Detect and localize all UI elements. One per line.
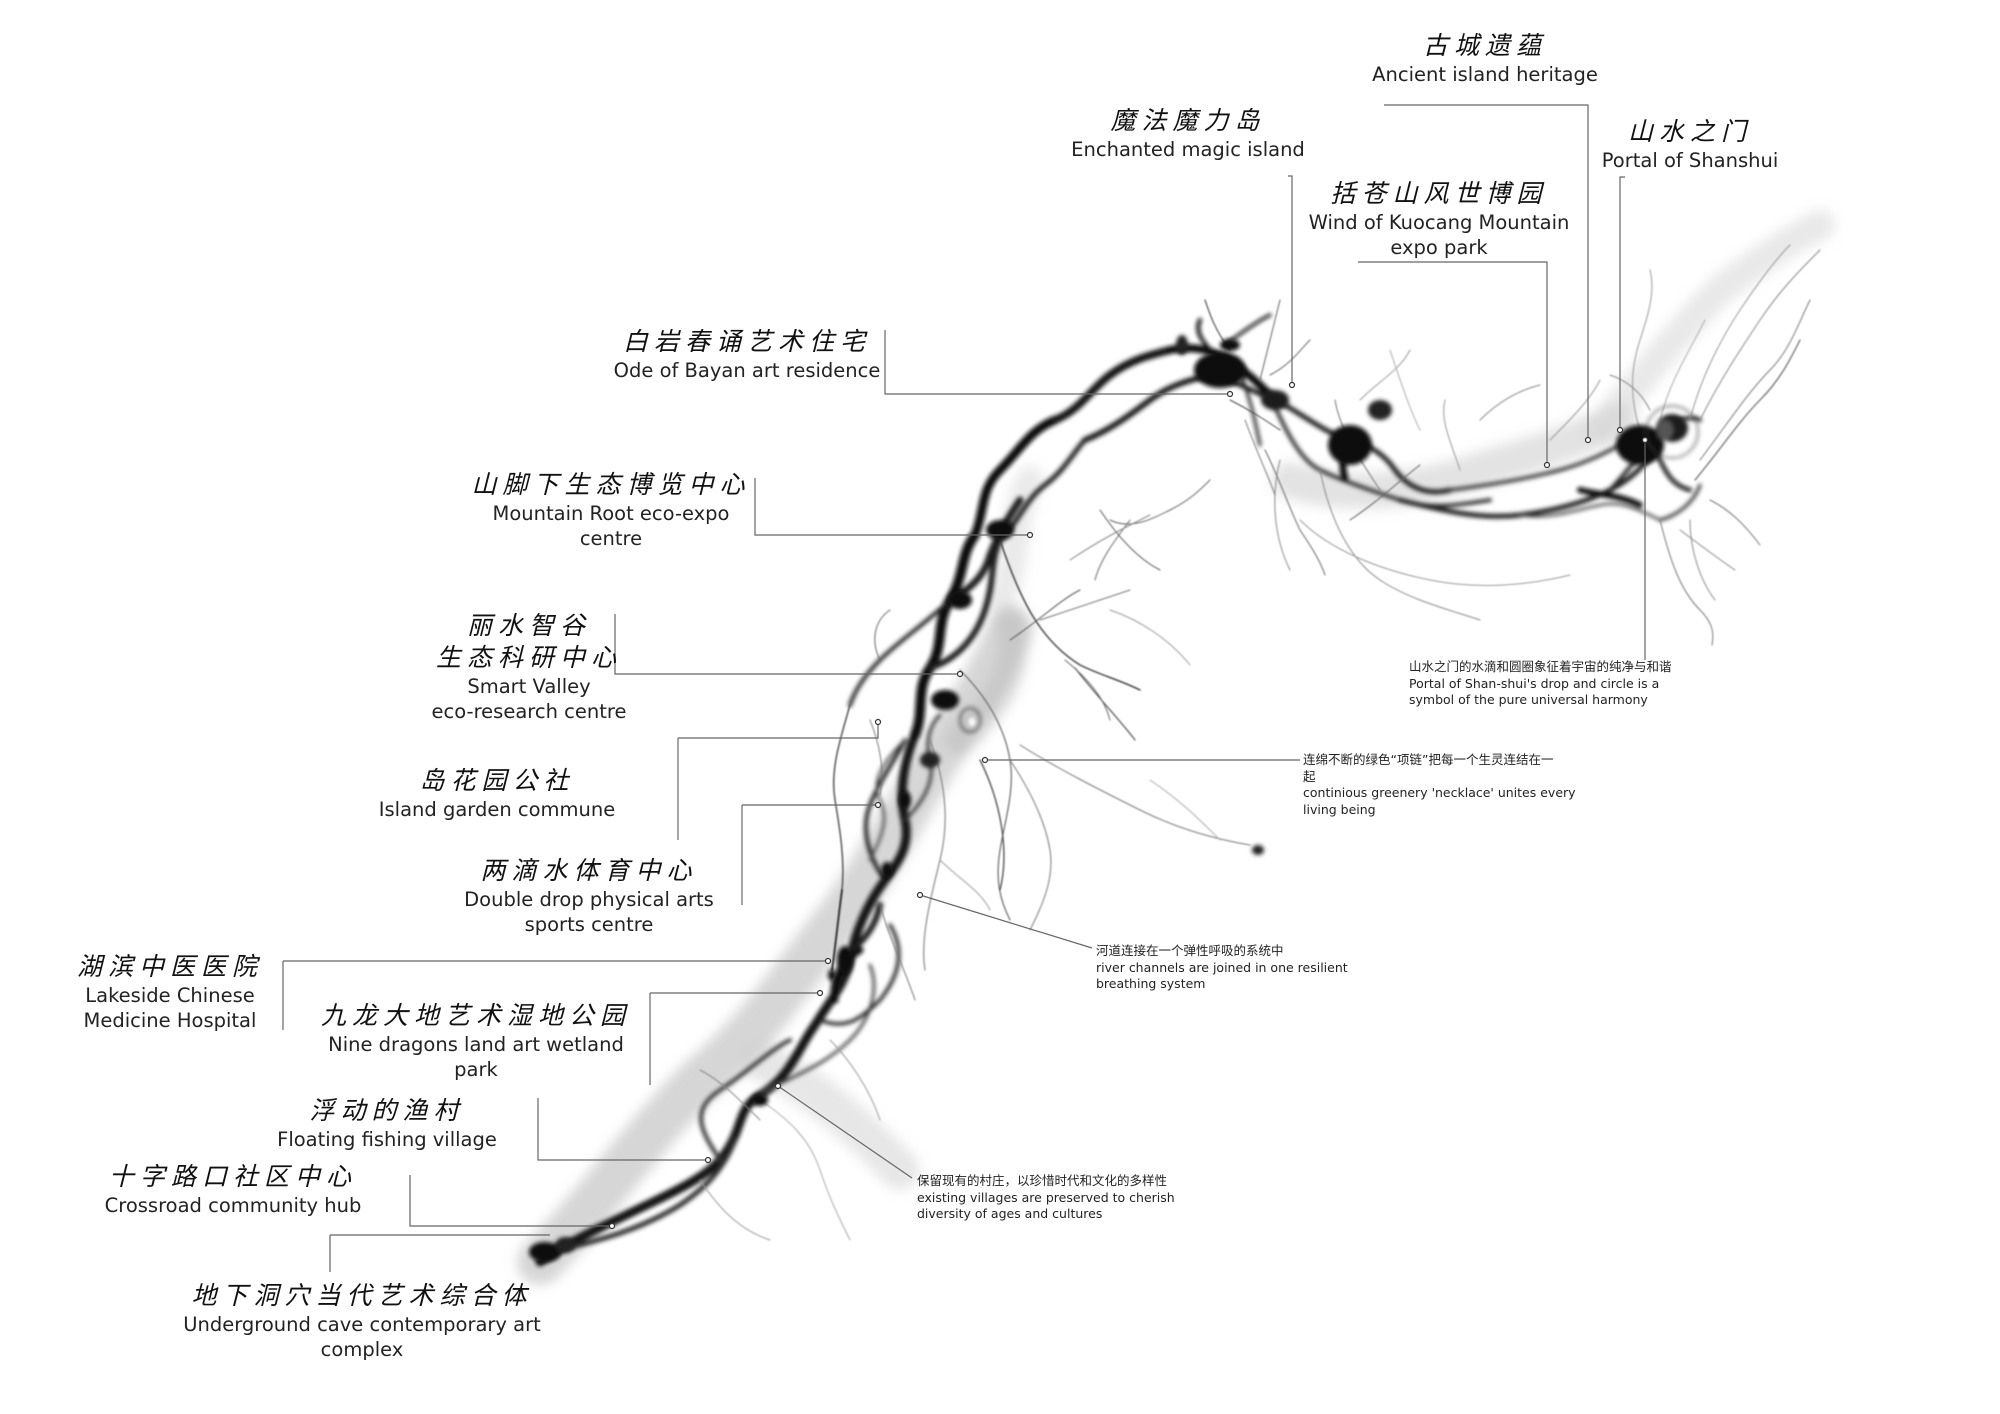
label-enchanted-island: 魔法魔力岛 Enchanted magic island	[1071, 105, 1305, 162]
label-smart-valley-zh-1: 丽水智谷	[466, 611, 592, 640]
note-portal-en-1: Portal of Shan-shui's drop and circle is…	[1409, 675, 1660, 691]
label-floating-village-en: Floating fishing village	[277, 1128, 497, 1151]
label-smart-valley-en-1: Smart Valley	[467, 675, 591, 698]
note-portal-en-2: symbol of the pure universal harmony	[1409, 692, 1648, 707]
label-ancient-island: 古城遗蕴 Ancient island heritage	[1372, 30, 1598, 87]
label-lakeside-en-2: Medicine Hospital	[83, 1009, 257, 1032]
label-ancient-island-zh: 古城遗蕴	[1422, 31, 1547, 60]
note-river: 河道连接在一个弹性呼吸的系统中 river channels are joine…	[1096, 943, 1348, 993]
label-kuocang: 括苍山风世博园 Wind of Kuocang Mountain expo pa…	[1309, 178, 1570, 260]
label-mountain-root-zh: 山脚下生态博览中心	[471, 470, 751, 499]
label-cave-en-1: Underground cave contemporary art	[183, 1313, 541, 1336]
label-crossroad-zh: 十字路口社区中心	[108, 1162, 358, 1191]
note-necklace-en-1: continious greenery 'necklace' unites ev…	[1303, 785, 1576, 800]
label-smart-valley: 丽水智谷 生态科研中心 Smart Valley eco-research ce…	[432, 610, 627, 724]
label-cave-zh: 地下洞穴当代艺术综合体	[191, 1281, 533, 1310]
note-villages-zh: 保留现有的村庄，以珍惜时代和文化的多样性	[917, 1173, 1168, 1188]
note-portal-zh: 山水之门的水滴和圆圈象征着宇宙的纯净与和谐	[1409, 659, 1672, 674]
label-portal-shanshui-en: Portal of Shanshui	[1601, 149, 1779, 172]
note-villages-en-1: existing villages are preserved to cheri…	[917, 1189, 1175, 1205]
label-nine-dragons: 九龙大地艺术湿地公园 Nine dragons land art wetland…	[321, 1000, 631, 1082]
leader-lines	[282, 104, 1646, 1272]
note-river-zh: 河道连接在一个弹性呼吸的系统中	[1096, 943, 1284, 958]
label-double-drop: 两滴水体育中心 Double drop physical arts sports…	[464, 855, 714, 937]
note-river-en-2: breathing system	[1096, 976, 1206, 991]
note-necklace-zh-1: 连绵不断的绿色“项链”把每一个生灵连结在一	[1303, 752, 1554, 767]
label-nine-dragons-en-2: park	[454, 1058, 498, 1081]
note-portal: 山水之门的水滴和圆圈象征着宇宙的纯净与和谐 Portal of Shan-shu…	[1409, 659, 1672, 709]
note-river-en-1: river channels are joined in one resilie…	[1096, 959, 1348, 975]
label-double-drop-en-2: sports centre	[524, 913, 654, 936]
label-lakeside-en-1: Lakeside Chinese	[85, 984, 255, 1007]
label-kuocang-en-1: Wind of Kuocang Mountain	[1308, 211, 1570, 234]
label-kuocang-en-2: expo park	[1390, 236, 1488, 259]
label-ancient-island-en: Ancient island heritage	[1372, 63, 1598, 86]
label-bayan: 白岩春诵艺术住宅 Ode of Bayan art residence	[614, 326, 881, 383]
label-floating-village: 浮动的渔村 Floating fishing village	[277, 1095, 497, 1152]
label-cave: 地下洞穴当代艺术综合体 Underground cave contemporar…	[183, 1280, 541, 1362]
label-lakeside-zh: 湖滨中医医院	[76, 952, 264, 981]
label-crossroad-en: Crossroad community hub	[104, 1194, 362, 1217]
label-double-drop-en-1: Double drop physical arts	[464, 888, 714, 911]
label-smart-valley-en-2: eco-research centre	[431, 700, 627, 723]
river-tendrils	[699, 244, 1821, 1241]
note-necklace-en-2: living being	[1303, 801, 1376, 817]
label-bayan-zh: 白岩春诵艺术住宅	[622, 327, 871, 356]
note-villages-en-2: diversity of ages and cultures	[917, 1206, 1103, 1221]
label-crossroad: 十字路口社区中心 Crossroad community hub	[105, 1161, 362, 1218]
label-smart-valley-zh-2: 生态科研中心	[435, 643, 623, 672]
label-nine-dragons-en-1: Nine dragons land art wetland	[328, 1033, 624, 1056]
label-portal-shanshui: 山水之门 Portal of Shanshui	[1602, 116, 1779, 173]
label-island-garden-en: Island garden commune	[378, 798, 616, 821]
label-floating-village-zh: 浮动的渔村	[309, 1096, 465, 1125]
label-mountain-root-en-2: centre	[579, 527, 643, 550]
label-kuocang-zh: 括苍山风世博园	[1330, 179, 1548, 208]
label-island-garden-zh: 岛花园公社	[419, 766, 575, 795]
label-portal-shanshui-zh: 山水之门	[1627, 117, 1752, 146]
label-double-drop-zh: 两滴水体育中心	[480, 856, 698, 885]
label-enchanted-island-zh: 魔法魔力岛	[1110, 106, 1266, 135]
label-bayan-en: Ode of Bayan art residence	[613, 359, 881, 382]
note-necklace: 连绵不断的绿色“项链”把每一个生灵连结在一 起 continious green…	[1303, 752, 1576, 818]
label-cave-en-2: complex	[320, 1338, 404, 1361]
label-nine-dragons-zh: 九龙大地艺术湿地公园	[320, 1001, 632, 1030]
ink-knots	[529, 335, 1699, 1262]
label-mountain-root: 山脚下生态博览中心 Mountain Root eco-expo centre	[471, 469, 750, 551]
label-enchanted-island-en: Enchanted magic island	[1071, 138, 1305, 161]
note-villages: 保留现有的村庄，以珍惜时代和文化的多样性 existing villages a…	[917, 1173, 1175, 1223]
note-necklace-zh-2: 起	[1303, 768, 1316, 784]
label-mountain-root-en-1: Mountain Root eco-expo	[492, 502, 730, 525]
label-lakeside: 湖滨中医医院 Lakeside Chinese Medicine Hospita…	[77, 951, 263, 1033]
leader-dots	[608, 381, 1649, 1230]
label-island-garden: 岛花园公社 Island garden commune	[379, 765, 616, 822]
